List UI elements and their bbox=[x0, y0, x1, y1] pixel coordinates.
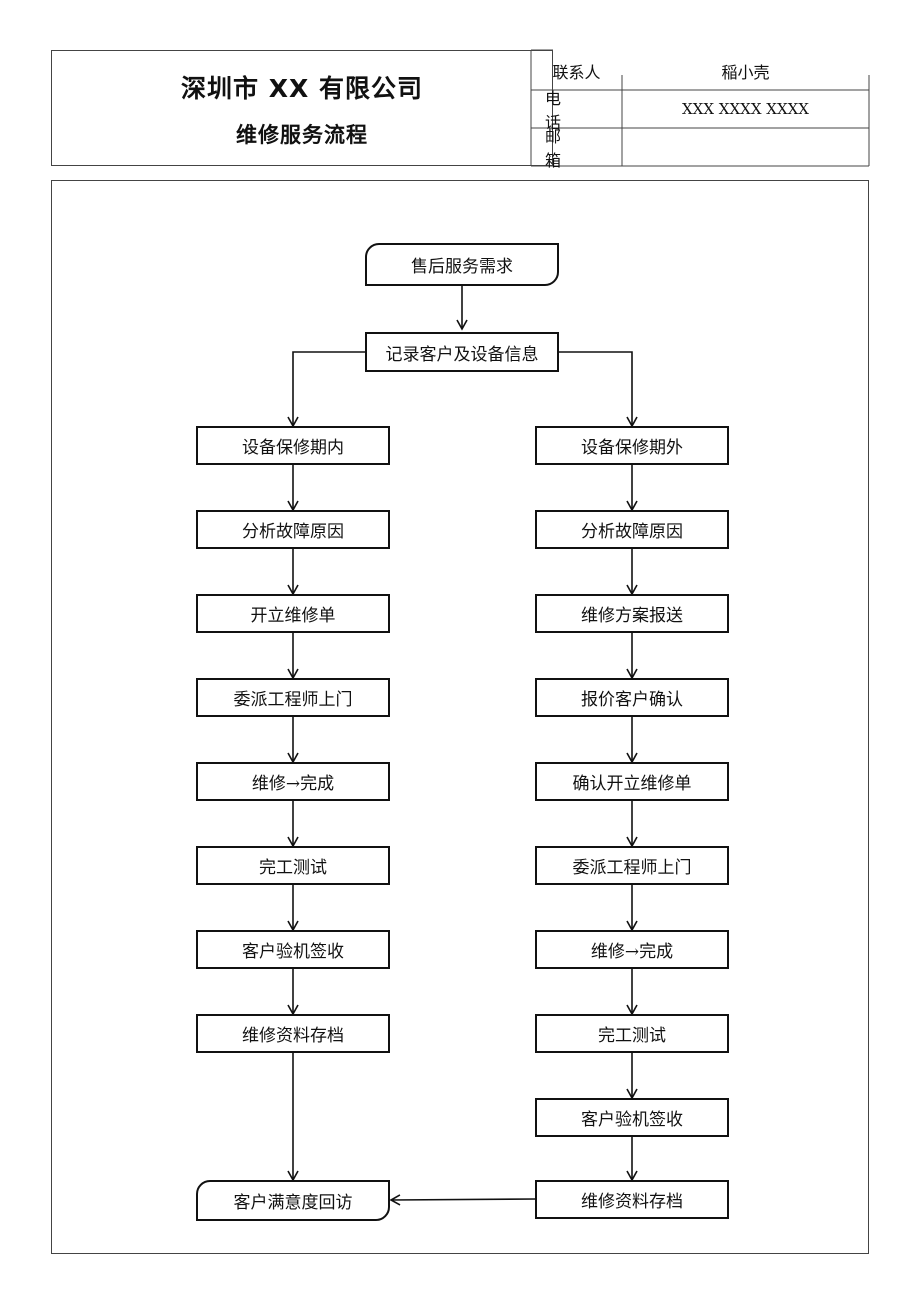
header-title-block: 深圳市 XX 有限公司 维修服务流程 bbox=[51, 50, 553, 166]
right-step-box: 设备保修期外 bbox=[535, 426, 729, 465]
right-step-box: 完工测试 bbox=[535, 1014, 729, 1053]
end-terminal: 客户满意度回访 bbox=[196, 1180, 390, 1221]
left-step-box: 设备保修期内 bbox=[196, 426, 390, 465]
company-name: 深圳市 XX 有限公司 bbox=[181, 74, 423, 103]
start-terminal: 售后服务需求 bbox=[365, 243, 559, 286]
right-step-box: 维修方案报送 bbox=[535, 594, 729, 633]
contact-label: 联系人 bbox=[552, 63, 601, 82]
email-label: 邮 箱 bbox=[545, 127, 576, 170]
left-step-box: 客户验机签收 bbox=[196, 930, 390, 969]
left-step-box: 完工测试 bbox=[196, 846, 390, 885]
flowchart-frame bbox=[51, 180, 869, 1254]
right-step-box: 客户验机签收 bbox=[535, 1098, 729, 1137]
right-step-box: 确认开立维修单 bbox=[535, 762, 729, 801]
right-step-box: 报价客户确认 bbox=[535, 678, 729, 717]
left-step-box: 开立维修单 bbox=[196, 594, 390, 633]
right-step-box: 分析故障原因 bbox=[535, 510, 729, 549]
right-step-box: 维修资料存档 bbox=[535, 1180, 729, 1219]
contact-value: 稲小壳 bbox=[721, 63, 770, 82]
left-step-box: 维修资料存档 bbox=[196, 1014, 390, 1053]
left-step-box: 委派工程师上门 bbox=[196, 678, 390, 717]
left-step-box: 分析故障原因 bbox=[196, 510, 390, 549]
right-step-box: 维修→完成 bbox=[535, 930, 729, 969]
phone-value: XXX XXXX XXXX bbox=[681, 100, 809, 118]
left-step-box: 维修→完成 bbox=[196, 762, 390, 801]
record-info-box: 记录客户及设备信息 bbox=[365, 332, 559, 372]
document-title: 维修服务流程 bbox=[236, 123, 368, 147]
phone-label: 电 话 bbox=[545, 89, 576, 132]
right-step-box: 委派工程师上门 bbox=[535, 846, 729, 885]
